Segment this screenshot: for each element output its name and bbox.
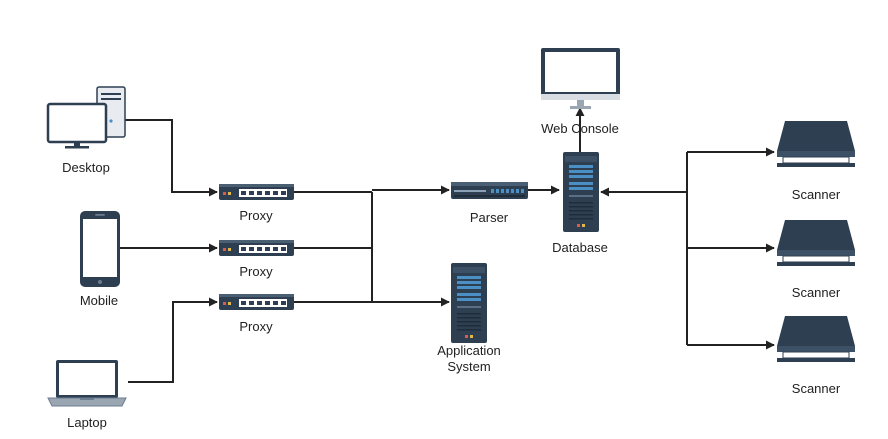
desktop-computer-icon [46, 86, 126, 149]
node-mobile[interactable]: Mobile [80, 211, 120, 308]
parser-label: Parser [470, 210, 509, 225]
node-scanner-3[interactable]: Scanner [777, 316, 855, 396]
edge-desktop-proxy1 [124, 119, 218, 197]
network-switch-icon [219, 240, 294, 256]
node-proxy-3[interactable]: Proxy [219, 294, 294, 334]
flatbed-scanner-icon [777, 121, 855, 167]
proxy-1-label: Proxy [239, 208, 273, 223]
network-switch-icon [219, 184, 294, 200]
node-laptop[interactable]: Laptop [47, 360, 127, 430]
monitor-icon [541, 48, 620, 109]
mobile-phone-icon [80, 211, 120, 287]
web-console-label: Web Console [541, 121, 619, 136]
node-scanner-2[interactable]: Scanner [777, 220, 855, 300]
flatbed-scanner-icon [777, 316, 855, 362]
network-switch-icon [219, 294, 294, 310]
laptop-icon [47, 360, 127, 407]
scanner-3-label: Scanner [792, 381, 841, 396]
laptop-label: Laptop [67, 415, 107, 430]
server-rack-icon [451, 263, 487, 343]
proxy-2-label: Proxy [239, 264, 273, 279]
scanner-2-label: Scanner [792, 285, 841, 300]
proxy-3-label: Proxy [239, 319, 273, 334]
flatbed-scanner-icon [777, 220, 855, 266]
scanner-1-label: Scanner [792, 187, 841, 202]
node-parser[interactable]: Parser [451, 182, 528, 225]
node-scanner-1[interactable]: Scanner [777, 121, 855, 202]
database-label: Database [552, 240, 608, 255]
desktop-label: Desktop [62, 160, 110, 175]
node-application-system[interactable]: Application System [437, 263, 501, 374]
router-icon [451, 182, 528, 199]
node-database[interactable]: Database [552, 152, 608, 255]
application-system-label-line1: Application [437, 343, 501, 358]
node-desktop[interactable]: Desktop [46, 86, 126, 175]
server-rack-icon [563, 152, 599, 232]
mobile-label: Mobile [80, 293, 118, 308]
node-proxy-1[interactable]: Proxy [219, 184, 294, 223]
connectors [120, 107, 775, 383]
edge-laptop-proxy3 [128, 297, 218, 383]
node-proxy-2[interactable]: Proxy [219, 240, 294, 279]
application-system-label-line2: System [447, 359, 490, 374]
node-web-console[interactable]: Web Console [541, 48, 620, 136]
